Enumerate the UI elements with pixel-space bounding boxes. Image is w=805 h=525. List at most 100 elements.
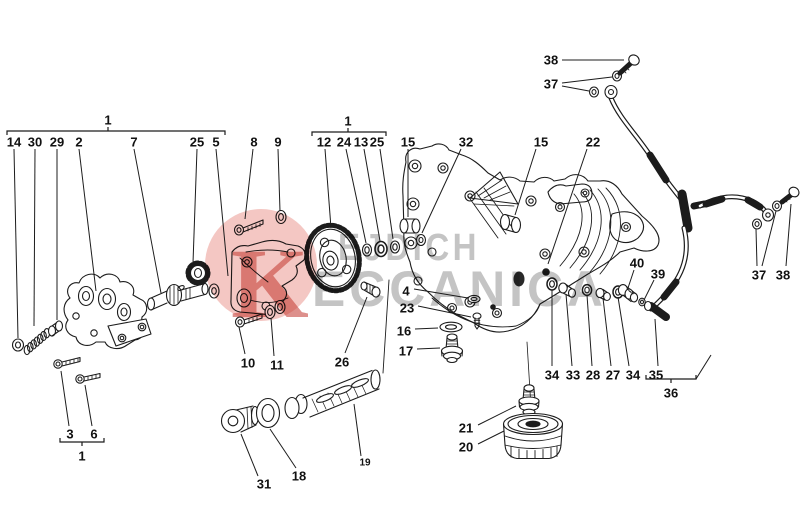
callout-8: 8 xyxy=(250,135,257,150)
leader-line-37 xyxy=(561,85,590,92)
leader-line-2 xyxy=(78,148,97,292)
leader-line-8 xyxy=(244,148,254,220)
bracket-label-1: 1 xyxy=(344,114,351,129)
callout-29: 29 xyxy=(50,135,64,150)
leader-line-25 xyxy=(192,148,198,264)
leader-line-17 xyxy=(416,347,441,350)
leader-line-5 xyxy=(215,148,229,277)
callout-38: 38 xyxy=(776,268,790,283)
callout-5: 5 xyxy=(212,135,219,150)
watermark: K EJDICH ECCANICA xyxy=(205,209,603,339)
leader-line-19 xyxy=(353,403,362,457)
leader-line-31 xyxy=(240,433,259,477)
oil-port xyxy=(513,271,525,287)
plug-33 xyxy=(558,282,577,298)
callout-19: 19 xyxy=(359,458,371,469)
leader-line-7 xyxy=(133,148,162,294)
group-bracket-1 xyxy=(6,127,226,135)
leader-line-28 xyxy=(586,294,593,367)
callout-21: 21 xyxy=(459,421,473,436)
callout-15: 15 xyxy=(534,135,548,150)
callout-18: 18 xyxy=(292,469,306,484)
callout-34: 34 xyxy=(545,368,560,383)
callout-14: 14 xyxy=(7,135,22,150)
callout-15: 15 xyxy=(401,135,415,150)
group-bracket-1 xyxy=(311,128,387,136)
group-bracket-1 xyxy=(59,438,105,446)
oil-pump-body xyxy=(63,273,152,350)
bracket-label-1: 1 xyxy=(78,449,85,464)
leader-line-38 xyxy=(785,203,792,267)
callout-7: 7 xyxy=(130,135,137,150)
washer-24 xyxy=(361,243,373,257)
leader-line-10 xyxy=(238,326,246,355)
callout-9: 9 xyxy=(274,135,281,150)
callout-30: 30 xyxy=(28,135,42,150)
callout-2: 2 xyxy=(75,135,82,150)
callout-25: 25 xyxy=(190,135,204,150)
washer-25 xyxy=(389,240,401,254)
callout-34: 34 xyxy=(626,368,641,383)
leader-line-32 xyxy=(421,148,462,234)
callout-4: 4 xyxy=(402,284,410,299)
leader-line-3 xyxy=(60,370,70,427)
leader-line-21 xyxy=(477,405,517,426)
bearing-13 xyxy=(374,240,388,258)
callout-32: 32 xyxy=(459,135,473,150)
leader-line-27 xyxy=(602,297,612,367)
bracket-ext-line-36 xyxy=(695,354,712,380)
t-fitting xyxy=(677,189,693,233)
leader-line-24 xyxy=(345,148,367,244)
group-bracket-36 xyxy=(645,375,697,383)
callout-28: 28 xyxy=(586,368,600,383)
callout-40: 40 xyxy=(630,256,644,271)
leader-line-39 xyxy=(643,279,655,301)
leader-line-40 xyxy=(627,269,635,289)
callout-24: 24 xyxy=(337,135,352,150)
strainer-position-line xyxy=(382,279,390,374)
leader-line-20 xyxy=(477,430,505,445)
nut-27 xyxy=(595,287,611,302)
pump-bolt-3 xyxy=(53,356,81,369)
driven-gear-12 xyxy=(304,222,362,294)
leader-line-34 xyxy=(617,296,630,367)
leader-line-23 xyxy=(417,305,472,318)
banjo-top xyxy=(588,54,640,100)
callout-22: 22 xyxy=(586,135,600,150)
callout-27: 27 xyxy=(606,368,620,383)
nut-39 xyxy=(638,297,646,307)
callout-17: 17 xyxy=(399,344,413,359)
union-26 xyxy=(360,281,381,298)
callout-11: 11 xyxy=(270,358,284,373)
callout-37: 37 xyxy=(752,268,766,283)
callout-12: 12 xyxy=(317,135,331,150)
callout-39: 39 xyxy=(651,267,665,282)
mesh-strainer-19 xyxy=(284,369,381,420)
leader-line-11 xyxy=(270,317,275,357)
callout-37: 37 xyxy=(544,77,558,92)
leader-line-25 xyxy=(379,148,394,240)
leader-line-16 xyxy=(414,327,439,330)
leader-line-37 xyxy=(561,76,613,84)
callout-13: 13 xyxy=(354,135,368,150)
pump-bolt-6 xyxy=(75,372,101,384)
callout-33: 33 xyxy=(566,368,580,383)
valve-piston-29 xyxy=(47,320,64,337)
screw-23 xyxy=(472,312,482,330)
leader-line-4 xyxy=(413,288,469,299)
bushing-15-left xyxy=(399,218,421,234)
callout-25: 25 xyxy=(370,135,384,150)
callout-20: 20 xyxy=(459,440,473,455)
bracket-label-36: 36 xyxy=(664,386,678,401)
leader-line-35 xyxy=(654,318,659,367)
banjo-right xyxy=(751,186,800,230)
leader-line-37 xyxy=(761,210,777,267)
leader-line-22 xyxy=(547,148,588,265)
callout-35: 35 xyxy=(649,368,663,383)
leader-line-13 xyxy=(363,148,381,242)
filter-union-21 xyxy=(518,384,540,416)
leader-line-37 xyxy=(755,228,758,267)
